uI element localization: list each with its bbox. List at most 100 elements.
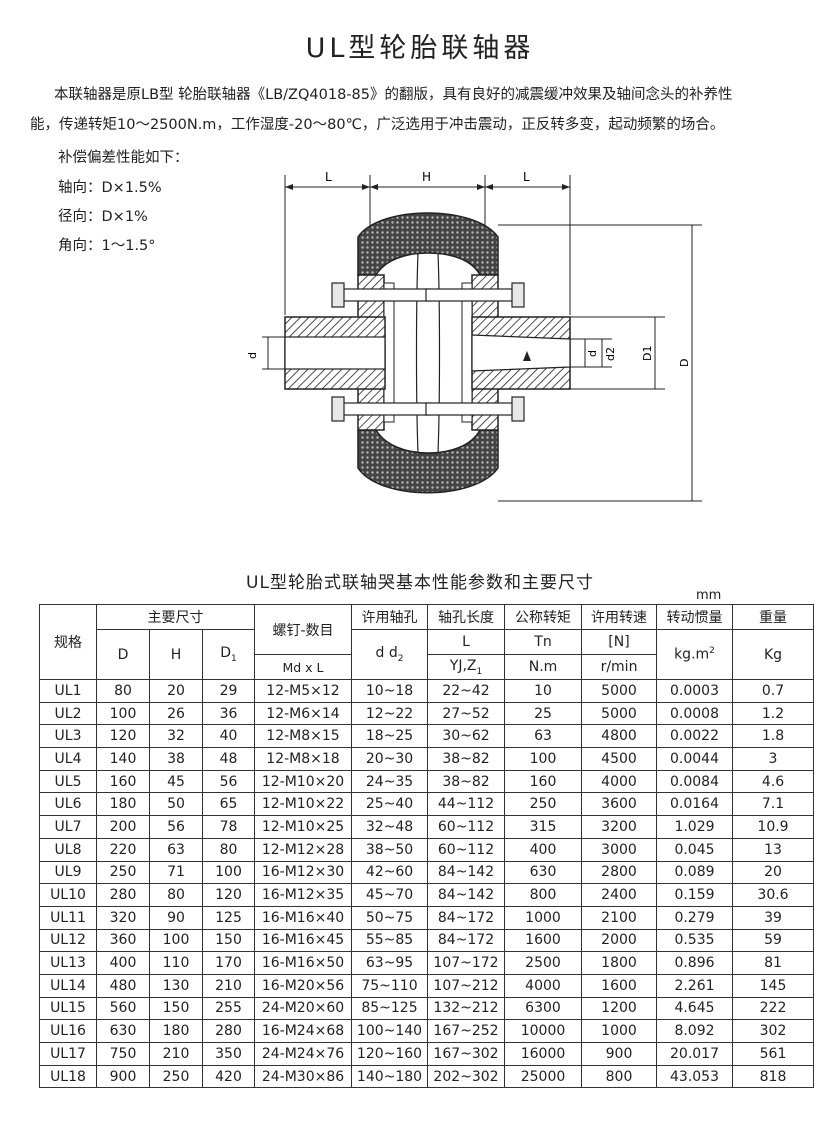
cell-bore: 18~25 (351, 724, 428, 749)
header-inertia-unit: kg.m2 (656, 629, 733, 680)
header-model: 规格 (39, 604, 97, 680)
cell-h: 32 (149, 724, 203, 749)
cell-bore: 55~85 (351, 928, 428, 953)
cell-bolt: 12-M8×18 (254, 747, 352, 771)
compensation-heading: 补偿偏差性能如下： (58, 150, 189, 166)
cell-d: 200 (96, 815, 150, 839)
cell-torque: 800 (504, 883, 582, 907)
cell-weight: 561 (732, 1042, 814, 1066)
header-length-yj: YJ,Z1 (427, 654, 505, 680)
cell-torque: 4000 (504, 973, 582, 998)
cell-d: 320 (96, 905, 150, 930)
label-h: H (422, 170, 431, 184)
cell-d1: 150 (202, 928, 255, 953)
header-inertia: 转动惯量 (656, 604, 733, 630)
cell-inertia: 0.279 (656, 905, 733, 930)
parameters-table: 规格 主要尺寸 螺钉-数目 许用轴孔 轴孔长度 公称转矩 许用转速 转动惯量 重… (39, 604, 814, 1089)
cell-speed: 4800 (581, 724, 657, 749)
cell-length: 167~302 (427, 1042, 505, 1066)
cell-d: 750 (96, 1042, 150, 1066)
header-speed-n: [N] (581, 629, 657, 655)
cell-d: 220 (96, 837, 150, 862)
cell-speed: 3600 (581, 792, 657, 817)
cell-weight: 818 (732, 1064, 814, 1089)
cell-inertia: 0.0164 (656, 792, 733, 817)
cell-inertia: 0.0008 (656, 701, 733, 726)
cell-length: 84~142 (427, 860, 505, 885)
cell-d1: 36 (202, 701, 255, 726)
cell-torque: 2500 (504, 951, 582, 975)
cell-length: 38~82 (427, 747, 505, 771)
cell-torque: 25 (504, 701, 582, 726)
cell-bolt: 16-M16×50 (254, 951, 352, 975)
cell-weight: 1.8 (732, 724, 814, 749)
cell-h: 90 (149, 905, 203, 930)
cell-speed: 5000 (581, 701, 657, 726)
header-length: 轴孔长度 (427, 604, 505, 630)
header-speed: 许用转速 (581, 604, 657, 630)
cell-speed: 2100 (581, 905, 657, 930)
cell-length: 27~52 (427, 701, 505, 726)
cell-h: 56 (149, 815, 203, 839)
cell-weight: 1.2 (732, 701, 814, 726)
header-length-l: L (427, 629, 505, 655)
cell-model: UL12 (39, 928, 97, 953)
cell-inertia: 2.261 (656, 973, 733, 998)
cell-d1: 48 (202, 747, 255, 771)
cell-weight: 20 (732, 860, 814, 885)
cell-inertia: 1.029 (656, 815, 733, 839)
cell-h: 80 (149, 883, 203, 907)
cell-speed: 1600 (581, 973, 657, 998)
cell-length: 167~252 (427, 1019, 505, 1043)
cell-bolt: 16-M12×35 (254, 883, 352, 907)
cell-weight: 13 (732, 837, 814, 862)
cell-torque: 6300 (504, 996, 582, 1021)
cell-bore: 100~140 (351, 1019, 428, 1043)
cell-model: UL9 (39, 860, 97, 885)
cell-inertia: 0.045 (656, 837, 733, 862)
intro-line-1: 本联轴器是原LB型 轮胎联轴器《LB/ZQ4018-85》的翻版，具有良好的减震… (54, 87, 733, 103)
cell-weight: 0.7 (732, 679, 814, 703)
cell-torque: 250 (504, 792, 582, 817)
cell-length: 60~112 (427, 815, 505, 839)
cell-torque: 400 (504, 837, 582, 862)
cell-model: UL4 (39, 747, 97, 771)
cell-d1: 420 (202, 1064, 255, 1089)
header-d1: D1 (202, 629, 255, 680)
cell-model: UL14 (39, 973, 97, 998)
cell-bore: 38~50 (351, 837, 428, 862)
cell-bore: 24~35 (351, 769, 428, 794)
cell-weight: 39 (732, 905, 814, 930)
cell-h: 110 (149, 951, 203, 975)
cell-torque: 100 (504, 747, 582, 771)
cell-bolt: 24-M30×86 (254, 1064, 352, 1089)
cell-length: 84~172 (427, 905, 505, 930)
cell-speed: 1800 (581, 951, 657, 975)
cell-bore: 25~40 (351, 792, 428, 817)
cell-model: UL8 (39, 837, 97, 862)
header-weight-unit: Kg (732, 629, 814, 680)
cell-bolt: 12-M10×22 (254, 792, 352, 817)
cell-h: 26 (149, 701, 203, 726)
cell-inertia: 0.535 (656, 928, 733, 953)
cell-bore: 120~160 (351, 1042, 428, 1066)
label-d: d (586, 350, 599, 357)
cell-speed: 800 (581, 1064, 657, 1089)
cell-bore: 75~110 (351, 973, 428, 998)
cell-model: UL3 (39, 724, 97, 749)
radial-deviation: 径向：D×1% (58, 209, 148, 225)
cell-torque: 25000 (504, 1064, 582, 1089)
cell-speed: 2800 (581, 860, 657, 885)
cell-d: 400 (96, 951, 150, 975)
cell-d1: 80 (202, 837, 255, 862)
cell-model: UL17 (39, 1042, 97, 1066)
cell-d: 160 (96, 769, 150, 794)
cell-length: 84~172 (427, 928, 505, 953)
